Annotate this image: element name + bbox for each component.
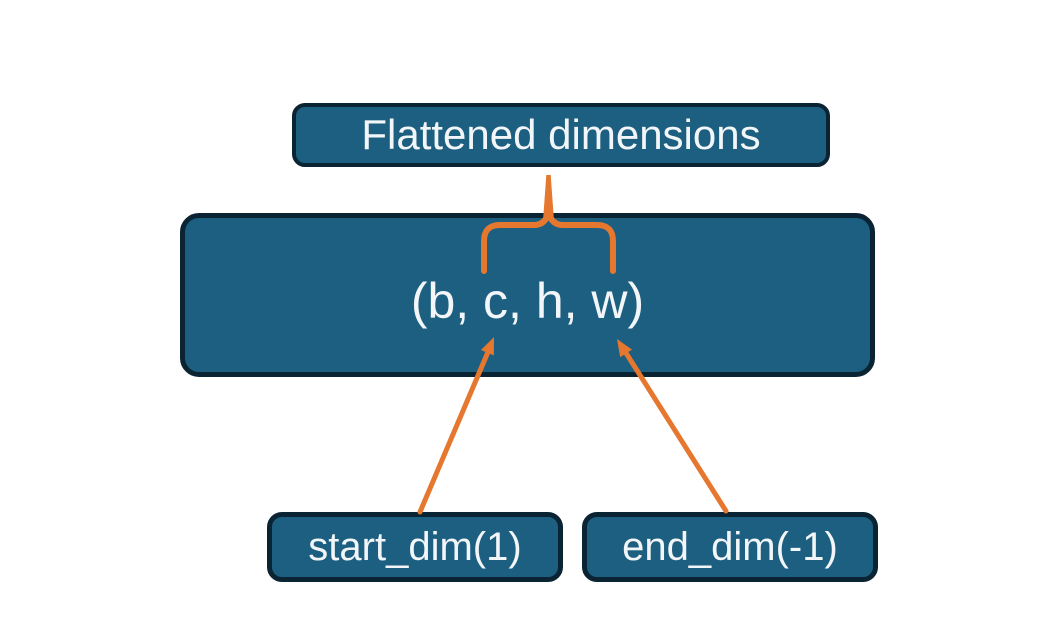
end-dim-box: end_dim(-1) [582, 512, 878, 582]
flattened-dimensions-label: Flattened dimensions [361, 111, 761, 158]
tensor-shape-box: (b, c, h, w) [180, 213, 875, 377]
start-dim-box: start_dim(1) [267, 512, 563, 582]
flattened-dimensions-box: Flattened dimensions [292, 103, 830, 167]
tensor-shape-label: (b, c, h, w) [410, 273, 645, 329]
brace-stem-connector [543, 175, 554, 218]
end-dim-label: end_dim(-1) [622, 525, 838, 569]
start-dim-label: start_dim(1) [308, 525, 522, 569]
